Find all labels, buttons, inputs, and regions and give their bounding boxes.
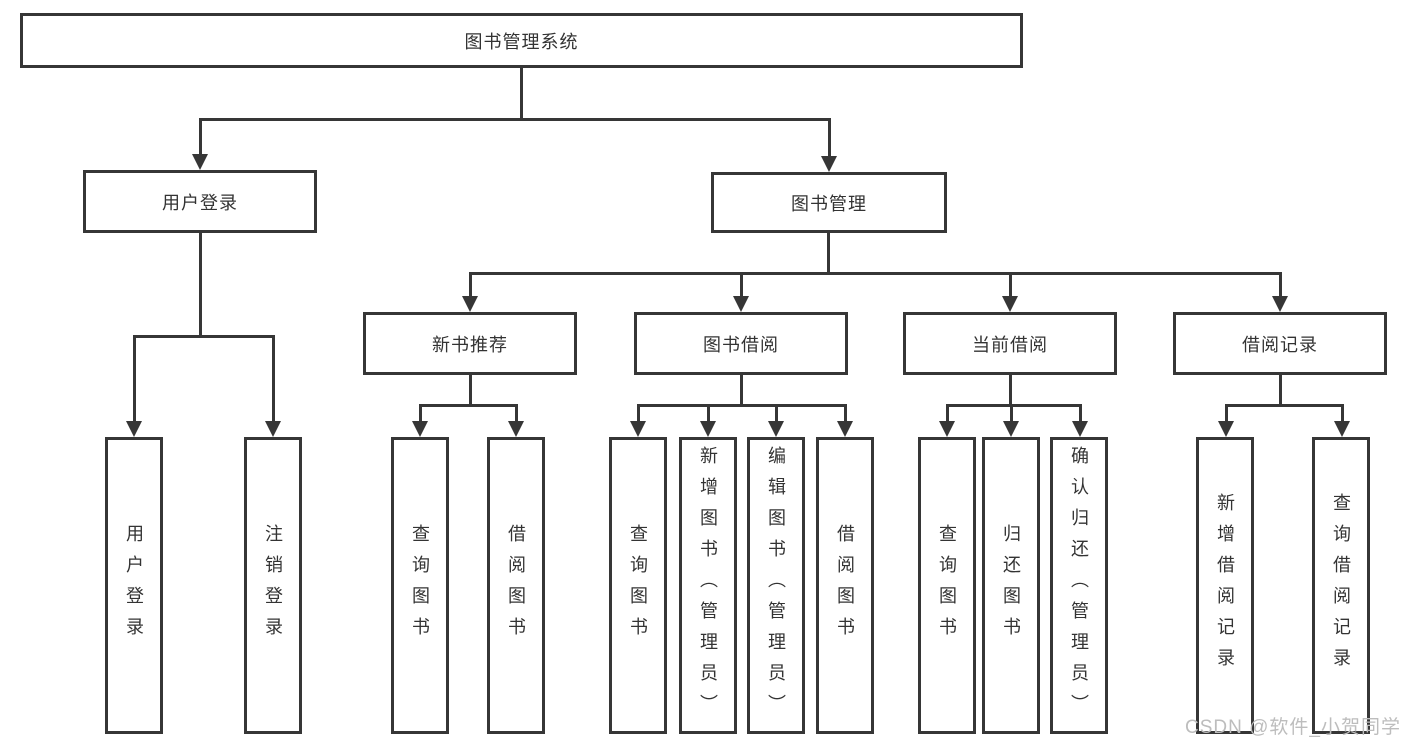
leaf-return-books: 归还图书 [982,437,1040,734]
connector-to-borrowing-records [1279,272,1282,298]
connector-book-management-crossbar [469,272,1282,275]
leaf-borrow-books-recommend-label: 借阅图书 [506,523,526,648]
connector-leaf [1010,404,1013,422]
leaf-logout-label: 注销登录 [263,523,283,648]
arrowhead-book-management [821,156,837,172]
connector-user-login-crossbar [133,335,275,338]
leaf-logout: 注销登录 [244,437,302,734]
arrowhead-leaf [1072,421,1088,437]
node-new-book-recommend-label: 新书推荐 [432,334,508,355]
connector-leaf [419,404,422,422]
connector-leaf [707,404,710,422]
leaf-borrow-books-borrowing-label: 借阅图书 [835,523,855,648]
leaf-add-books-admin-label: 新增图书（管理员） [698,446,718,725]
connector-leaf [844,404,847,422]
connector-book-borrowing-stem [740,375,743,407]
leaf-confirm-return-admin-label: 确认归还（管理员） [1069,446,1089,725]
connector-book-borrowing-crossbar [637,404,847,407]
arrowhead-leaf [837,421,853,437]
leaf-query-books-current-label: 查询图书 [937,523,957,648]
node-user-login: 用户登录 [83,170,317,233]
leaf-user-login: 用户登录 [105,437,163,734]
connector-leaf [946,404,949,422]
connector-to-book-borrowing [740,272,743,298]
arrowhead-leaf [1334,421,1350,437]
node-user-login-label: 用户登录 [162,192,238,213]
connector-to-current-borrowing [1009,272,1012,298]
node-library-system-label: 图书管理系统 [464,31,579,52]
node-borrowing-records: 借阅记录 [1173,312,1387,375]
connector-borrowing-records-stem [1279,375,1282,407]
arrowhead-leaf [630,421,646,437]
leaf-query-borrow-record: 查询借阅记录 [1312,437,1370,734]
connector-current-borrowing-crossbar [946,404,1082,407]
connector-borrowing-records-crossbar [1225,404,1344,407]
leaf-edit-books-admin: 编辑图书（管理员） [747,437,805,734]
arrowhead-borrowing-records [1272,296,1288,312]
arrowhead-leaf-user-login [126,421,142,437]
node-book-management-label: 图书管理 [791,193,867,214]
arrowhead-leaf [768,421,784,437]
leaf-query-books-recommend: 查询图书 [391,437,449,734]
leaf-user-login-label: 用户登录 [124,523,144,648]
leaf-query-borrow-record-label: 查询借阅记录 [1331,492,1351,679]
leaf-borrow-books-recommend: 借阅图书 [487,437,545,734]
leaf-add-borrow-record: 新增借阅记录 [1196,437,1254,734]
connector-leaf [1225,404,1228,422]
connector-to-user-login [199,118,202,156]
arrowhead-current-borrowing [1002,296,1018,312]
node-borrowing-records-label: 借阅记录 [1242,334,1318,355]
node-book-management: 图书管理 [711,172,947,233]
arrowhead-leaf [1218,421,1234,437]
leaf-query-books-current: 查询图书 [918,437,976,734]
connector-current-borrowing-stem [1009,375,1012,407]
connector-new-book-crossbar [419,404,518,407]
arrowhead-user-login [192,154,208,170]
arrowhead-leaf-logout [265,421,281,437]
leaf-query-books-recommend-label: 查询图书 [410,523,430,648]
connector-to-leaf-user-login [133,335,136,421]
leaf-add-borrow-record-label: 新增借阅记录 [1215,492,1235,679]
arrowhead-leaf [412,421,428,437]
arrowhead-leaf [1003,421,1019,437]
leaf-return-books-label: 归还图书 [1001,523,1021,648]
arrowhead-new-book [462,296,478,312]
connector-leaf [1341,404,1344,422]
arrowhead-leaf [508,421,524,437]
node-current-borrowing: 当前借阅 [903,312,1117,375]
connector-new-book-stem [469,375,472,407]
connector-leaf [515,404,518,422]
connector-root-crossbar [199,118,831,121]
connector-to-leaf-logout [272,335,275,421]
node-current-borrowing-label: 当前借阅 [972,334,1048,355]
node-library-system: 图书管理系统 [20,13,1023,68]
node-book-borrowing-label: 图书借阅 [703,334,779,355]
connector-to-book-management [828,118,831,156]
connector-leaf [1079,404,1082,422]
node-book-borrowing: 图书借阅 [634,312,848,375]
arrowhead-leaf [939,421,955,437]
leaf-borrow-books-borrowing: 借阅图书 [816,437,874,734]
connector-leaf [637,404,640,422]
connector-book-management-stem [827,233,830,275]
connector-to-new-book [469,272,472,298]
connector-root-stem [520,68,523,119]
connector-user-login-stem [199,233,202,335]
leaf-query-books-borrowing-label: 查询图书 [628,523,648,648]
leaf-query-books-borrowing: 查询图书 [609,437,667,734]
leaf-confirm-return-admin: 确认归还（管理员） [1050,437,1108,734]
connector-leaf [775,404,778,422]
leaf-edit-books-admin-label: 编辑图书（管理员） [766,446,786,725]
csdn-watermark: CSDN @软件_小贺同学 [1185,717,1401,738]
node-new-book-recommend: 新书推荐 [363,312,577,375]
leaf-add-books-admin: 新增图书（管理员） [679,437,737,734]
arrowhead-book-borrowing [733,296,749,312]
arrowhead-leaf [700,421,716,437]
